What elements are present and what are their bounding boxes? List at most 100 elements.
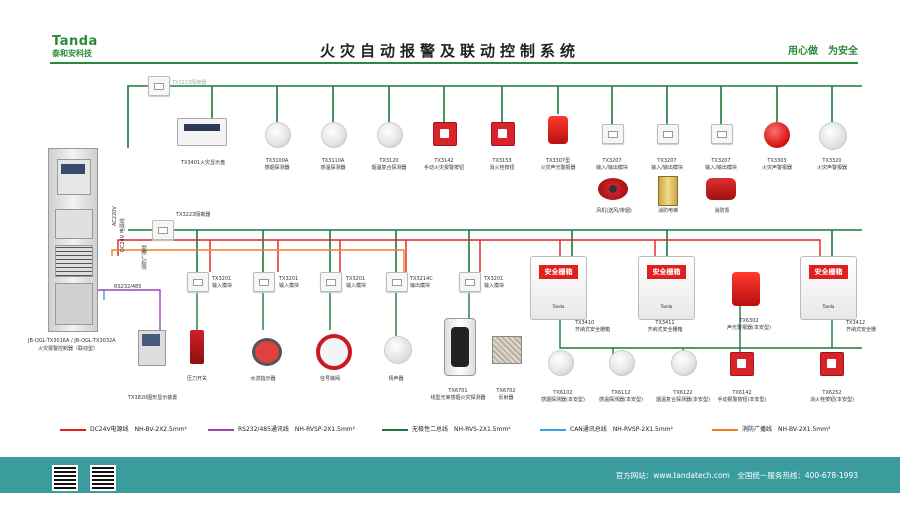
cabinet-brand: Tanda xyxy=(552,304,565,309)
top-device-model-2: TX3110A xyxy=(321,158,345,164)
top-isolator xyxy=(148,76,170,96)
top-device-model-9: TX3207 xyxy=(711,158,731,164)
top-device-desc-9: 输入/输出模块 xyxy=(705,165,737,171)
mid-module-model-4: TX3201 xyxy=(484,276,504,282)
mid-module-desc-3: 输出模块 xyxy=(410,283,431,289)
heat-detector-icon xyxy=(321,122,347,148)
input-module-2 xyxy=(253,272,275,292)
can-bottom-line xyxy=(559,318,862,349)
elevator-icon xyxy=(658,176,678,206)
beam-desc-1: 反射器 xyxy=(498,395,514,401)
cabinet-brand: Tanda xyxy=(822,304,835,309)
top-device-model-8: TX3207 xyxy=(657,158,677,164)
top-device-desc-5: 消火栓按钮 xyxy=(489,165,515,171)
is-device-model-3: TX6142 xyxy=(732,390,752,396)
input-module-3 xyxy=(320,272,342,292)
legend-swatch xyxy=(382,428,408,431)
linked-pump-label: 消防泵 xyxy=(714,208,730,214)
legend-spec: NH-RVS-2X1.5mm² xyxy=(454,426,511,433)
footer xyxy=(0,463,900,493)
cabinet-model-2: TX3412 xyxy=(846,320,866,326)
top-device-desc-1: 感烟探测器 xyxy=(264,165,290,171)
website-link[interactable]: 官方网站：www.tandatech.com xyxy=(615,471,730,480)
io-module-3 xyxy=(711,124,733,144)
top-device-desc-11: 火灾声警报器 xyxy=(816,165,847,171)
top-device-desc-4: 手动火灾报警按钮 xyxy=(423,165,464,171)
qr-code-icon[interactable] xyxy=(52,465,78,491)
broadcast-line xyxy=(111,249,405,272)
mid-module-model-2: TX3201 xyxy=(346,276,366,282)
hotline: 全国统一服务热线：400-678-1993 xyxy=(737,471,858,480)
signal-butterfly-valve-icon xyxy=(316,334,352,370)
top-device-desc-10: 火灾声警报器 xyxy=(761,165,792,171)
footer-band xyxy=(0,457,900,463)
mid-module-desc-1: 输入模块 xyxy=(279,283,300,289)
is-device-desc-5: 消火栓按钮(本安型) xyxy=(810,397,854,403)
sound-alarm-icon xyxy=(764,122,790,148)
safety-barrier-cabinet-2: 安全栅箱 Tanda xyxy=(638,256,695,320)
speaker-icon xyxy=(384,336,412,364)
top-device-desc-6: 火灾声光警报器 xyxy=(540,165,576,171)
legend-item-can: CAN通讯总线 NH-RVSP-2X1.5mm² xyxy=(540,424,673,433)
cabinet-label: 安全栅箱 xyxy=(809,265,848,279)
top-device-model-3: TX3120 xyxy=(379,158,399,164)
mid-device-label-3: 扬声器 xyxy=(388,376,404,382)
top-bus-line xyxy=(127,85,862,148)
legend-label: 无极性二总线 xyxy=(412,426,449,433)
cabinet-desc-0: 齐纳式安全栅箱 xyxy=(575,327,611,333)
top-device-desc-7: 输入/输出模块 xyxy=(596,165,628,171)
legend-spec: NH-RVSP-2X1.5mm² xyxy=(294,426,356,433)
legend-spec: NH-BV-2X1.5mm² xyxy=(778,426,831,433)
top-device-model-1: TX3100A xyxy=(265,158,289,164)
pressure-switch-icon xyxy=(190,330,204,364)
graphic-display-device xyxy=(138,330,166,366)
panel-caption-desc: 火灾报警控制器（联动型） xyxy=(38,346,99,352)
top-device-desc-2: 感温探测器 xyxy=(320,165,346,171)
mid-module-model-1: TX3201 xyxy=(279,276,299,282)
legend-item-broadcast: 消防广播线 NH-BV-2X1.5mm² xyxy=(712,424,830,433)
top-device-desc-3: 烟温复合探测器 xyxy=(371,165,407,171)
is-device-model-2: TX6122 xyxy=(673,390,693,396)
header: Tanda 泰和安科技 火灾自动报警及联动控制系统 用心做 为安全 xyxy=(0,0,900,70)
mid-isolator-label: TX3223隔离器 xyxy=(176,212,211,218)
top-device-label-0: TX3401火灾显示盘 xyxy=(180,160,226,166)
smoke-detector-icon xyxy=(265,122,291,148)
is-device-model-0: TX6102 xyxy=(553,390,573,396)
legend-label: CAN通讯总线 xyxy=(570,426,607,433)
mid-module-desc-2: 输入模块 xyxy=(346,283,367,289)
qr-code-icon[interactable] xyxy=(90,465,116,491)
fire-alarm-controller xyxy=(48,148,98,332)
io-module-2 xyxy=(657,124,679,144)
beam-model-0: TX6701 xyxy=(448,388,468,394)
mid-module-model-3: TX3214C xyxy=(410,276,433,282)
brand-name: 泰和安科技 xyxy=(52,49,92,58)
cabinet-desc-2: 齐纳式安全栅 xyxy=(846,327,877,333)
graphic-display-label: TX3820图形显示装置 xyxy=(128,395,178,401)
beam-detector-icon xyxy=(444,318,476,376)
is-smoke-heat-detector-icon xyxy=(671,350,697,376)
mid-device-label-0: 压力开关 xyxy=(186,376,207,382)
legend-swatch xyxy=(60,428,86,431)
panel-caption-model: JB-QGL-TX3016A / JB-QGL-TX3032A xyxy=(28,338,116,344)
sound-alarm-white-icon xyxy=(819,122,847,150)
mid-device-label-2: 信号蝶阀 xyxy=(319,376,340,382)
is-device-model-4: TX6302 xyxy=(739,318,759,324)
footer-contact: 官方网站：www.tandatech.com 全国统一服务热线：400-678-… xyxy=(616,470,858,481)
is-smoke-detector-icon xyxy=(548,350,574,376)
beam-model-1: TX6702 xyxy=(496,388,516,394)
mid-module-desc-4: 输入模块 xyxy=(484,283,505,289)
fire-display-panel xyxy=(177,118,227,146)
mid-module-desc-0: 输入模块 xyxy=(212,283,233,289)
is-device-desc-3: 手动报警按钮(本安型) xyxy=(717,397,767,403)
legend-label: DC24V电源线 xyxy=(90,426,129,433)
is-device-desc-2: 烟温复合探测器(本安型) xyxy=(656,397,710,403)
legend-spec: NH-BV-2X2.5mm² xyxy=(134,426,187,433)
top-bus-drops xyxy=(211,86,833,124)
is-device-desc-1: 感温探测器(本安型) xyxy=(599,397,643,403)
slogan: 用心做 为安全 xyxy=(788,46,858,57)
legend-swatch xyxy=(208,428,234,431)
brand-logo: Tanda xyxy=(52,34,98,49)
legend-item-bus: 无极性二总线 NH-RVS-2X1.5mm² xyxy=(382,424,511,433)
reflector-icon xyxy=(492,336,522,364)
